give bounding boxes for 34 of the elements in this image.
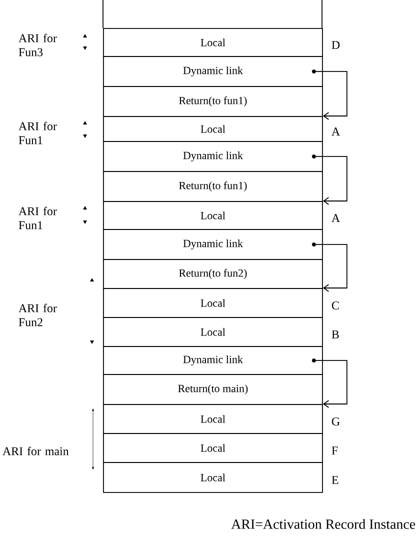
stack-cell: Local [103,433,323,463]
cell-letter: B [332,330,339,338]
stack-cell: Local [103,116,323,142]
stack-cell: Local [103,201,323,230]
cell-letter: A [332,128,340,136]
stack-cell: Local [103,404,323,434]
dynamic-link-arrow [322,71,348,120]
record-label: ARI for main [2,446,69,456]
stack-cell: Local [103,317,323,347]
record-label: ARI for Fun1 [18,122,57,144]
stack-cell: Return(to fun1) [103,171,323,202]
stack-cell: Return(to main) [103,374,323,405]
stack-cell: Dynamic link [103,141,323,172]
cell-letter: G [332,417,340,426]
stack-cell: Dynamic link [103,346,323,375]
stack-cell: Local [103,462,323,493]
cell-letter: D [332,41,340,49]
cell-letter: C [332,301,339,310]
stack-cell: Local [103,288,323,318]
stack-cell: Dynamic link [103,56,323,87]
stack-cell: Return(to fun2) [103,259,323,289]
record-label: ARI for Fun1 [18,206,57,230]
cell-letter: E [332,476,338,484]
dynamic-link-arrow [322,360,348,408]
stack-cell: Return(to fun1) [103,86,323,117]
stack-cell: Dynamic link [103,229,323,260]
caption: ARI=Activation Record Instance [231,519,416,529]
cell-letter: F [332,446,338,454]
record-label: ARI for Fun3 [18,34,57,56]
record-label: ARI for Fun2 [18,304,57,326]
dynamic-link-arrow [322,244,348,292]
dynamic-link-arrow [322,156,348,205]
stack-cell: Local [103,28,323,57]
cell-letter: A [332,214,340,222]
